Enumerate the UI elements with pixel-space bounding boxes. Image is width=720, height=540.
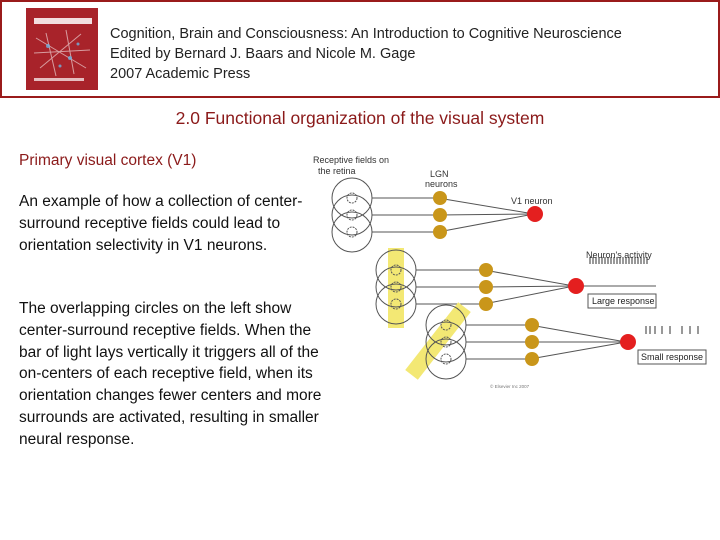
book-title: Cognition, Brain and Consciousness: An I… [110,26,622,42]
lgn-neuron [479,263,493,277]
lgn-neuron [433,225,447,239]
book-cover-image [26,8,98,90]
lgn-neuron [525,318,539,332]
v1-neuron-middle [568,278,584,294]
lgn-neuron [525,335,539,349]
lgn-neuron [479,297,493,311]
cover-subtitle-strip [34,78,84,81]
book-editors: Edited by Bernard J. Baars and Nicole M.… [110,46,416,62]
book-publisher: 2007 Academic Press [110,66,251,82]
orientation-selectivity-figure: Receptive fields on the retina LGN neuro… [313,155,707,389]
slide-subheading: Primary visual cortex (V1) [19,152,197,169]
lgn-neuron [479,280,493,294]
book-info: Cognition, Brain and Consciousness: An I… [110,24,622,84]
large-response-box [587,293,657,309]
paragraph-intro: An example of how a collection of center… [19,193,303,254]
light-bar-vertical [388,248,404,328]
cover-title-strip [34,18,92,24]
cover-artwork [33,29,91,77]
paragraph-explanation: The overlapping circles on the left show… [19,300,322,448]
lgn-neurons-middle [479,263,493,311]
slide-title: 2.0 Functional organization of the visua… [175,108,545,128]
label-retina: the retina [318,166,356,176]
receptive-field-group-middle [375,249,656,325]
spike-train-small [645,326,699,334]
book-header: Cognition, Brain and Consciousness: An I… [0,0,720,98]
label-lgn-neurons: neurons [425,179,458,189]
figure-copyright: © Elsevier Inc 2007 [490,383,530,389]
label-receptive-fields: Receptive fields on [313,155,389,165]
lgn-neurons-bottom [525,318,539,366]
spike-train-large [589,257,648,264]
label-large-response: Large response [592,296,655,306]
receptive-field-group-top [331,177,535,253]
label-neurons-activity: Neuron's activity [586,250,652,260]
v1-neuron-bottom [620,334,636,350]
small-response-box [637,349,707,365]
lgn-neuron [525,352,539,366]
lgn-neuron [433,191,447,205]
receptive-field-group-bottom [425,304,627,380]
lgn-neuron [433,208,447,222]
label-small-response: Small response [641,352,703,362]
lgn-neurons-top [433,191,447,239]
label-v1-neuron: V1 neuron [511,196,553,206]
label-lgn: LGN [430,169,449,179]
v1-neuron-top [527,206,543,222]
